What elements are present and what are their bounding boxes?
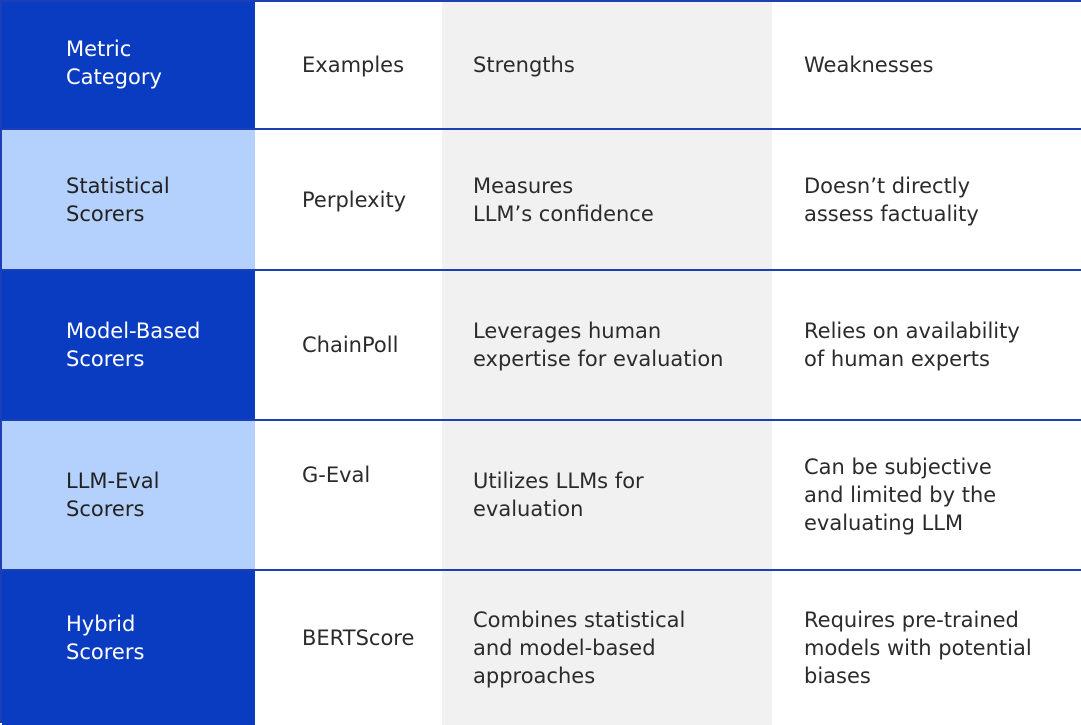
row-4-weaknesses-label: Requires pre-trained models with potenti…	[804, 608, 1032, 688]
row-3-category: LLM-Eval Scorers	[2, 421, 255, 571]
row-4-example: BERTScore	[255, 571, 442, 725]
row-2-example: ChainPoll	[255, 271, 442, 421]
row-1-strengths: Measures LLM’s confidence	[442, 130, 772, 271]
row-3-weaknesses-label: Can be subjective and limited by the eva…	[804, 455, 997, 535]
header-metric-category-label: Metric Category	[66, 37, 162, 89]
header-strengths-label: Strengths	[473, 53, 575, 77]
row-4-category-label: Hybrid Scorers	[66, 612, 145, 664]
header-weaknesses-label: Weaknesses	[804, 53, 934, 77]
row-3-example: G-Eval	[255, 421, 442, 571]
row-2-weaknesses-label: Relies on availability of human experts	[804, 319, 1020, 371]
row-3-strengths: Utilizes LLMs for evaluation	[442, 421, 772, 571]
row-4-example-label: BERTScore	[302, 626, 415, 650]
row-1-category: Statistical Scorers	[2, 130, 255, 271]
row-3-example-label: G-Eval	[302, 463, 371, 487]
row-1-example: Perplexity	[255, 130, 442, 271]
row-4-category: Hybrid Scorers	[2, 571, 255, 725]
row-1-strengths-label: Measures LLM’s confidence	[473, 173, 654, 226]
row-4-strengths: Combines statistical and model-based app…	[442, 571, 772, 725]
header-examples: Examples	[255, 2, 442, 130]
row-4-strengths-label: Combines statistical and model-based app…	[473, 608, 686, 688]
row-1-example-label: Perplexity	[302, 187, 407, 212]
row-1-weaknesses-label: Doesn’t directly assess factuality	[804, 173, 979, 226]
row-3-weaknesses: Can be subjective and limited by the eva…	[772, 421, 1081, 571]
row-2-weaknesses: Relies on availability of human experts	[772, 271, 1081, 421]
header-metric-category: Metric Category	[2, 2, 255, 130]
row-1-category-label: Statistical Scorers	[66, 173, 170, 226]
row-2-strengths: Leverages human expertise for evaluation	[442, 271, 772, 421]
row-3-strengths-label: Utilizes LLMs for evaluation	[473, 469, 644, 521]
header-weaknesses: Weaknesses	[772, 2, 1081, 130]
row-2-example-label: ChainPoll	[302, 333, 399, 357]
row-1-weaknesses: Doesn’t directly assess factuality	[772, 130, 1081, 271]
row-2-category-label: Model-Based Scorers	[66, 319, 201, 371]
row-2-strengths-label: Leverages human expertise for evaluation	[473, 319, 724, 371]
row-2-category: Model-Based Scorers	[2, 271, 255, 421]
header-strengths: Strengths	[442, 2, 772, 130]
row-3-category-label: LLM-Eval Scorers	[66, 469, 160, 521]
header-examples-label: Examples	[302, 53, 405, 77]
row-4-weaknesses: Requires pre-trained models with potenti…	[772, 571, 1081, 725]
